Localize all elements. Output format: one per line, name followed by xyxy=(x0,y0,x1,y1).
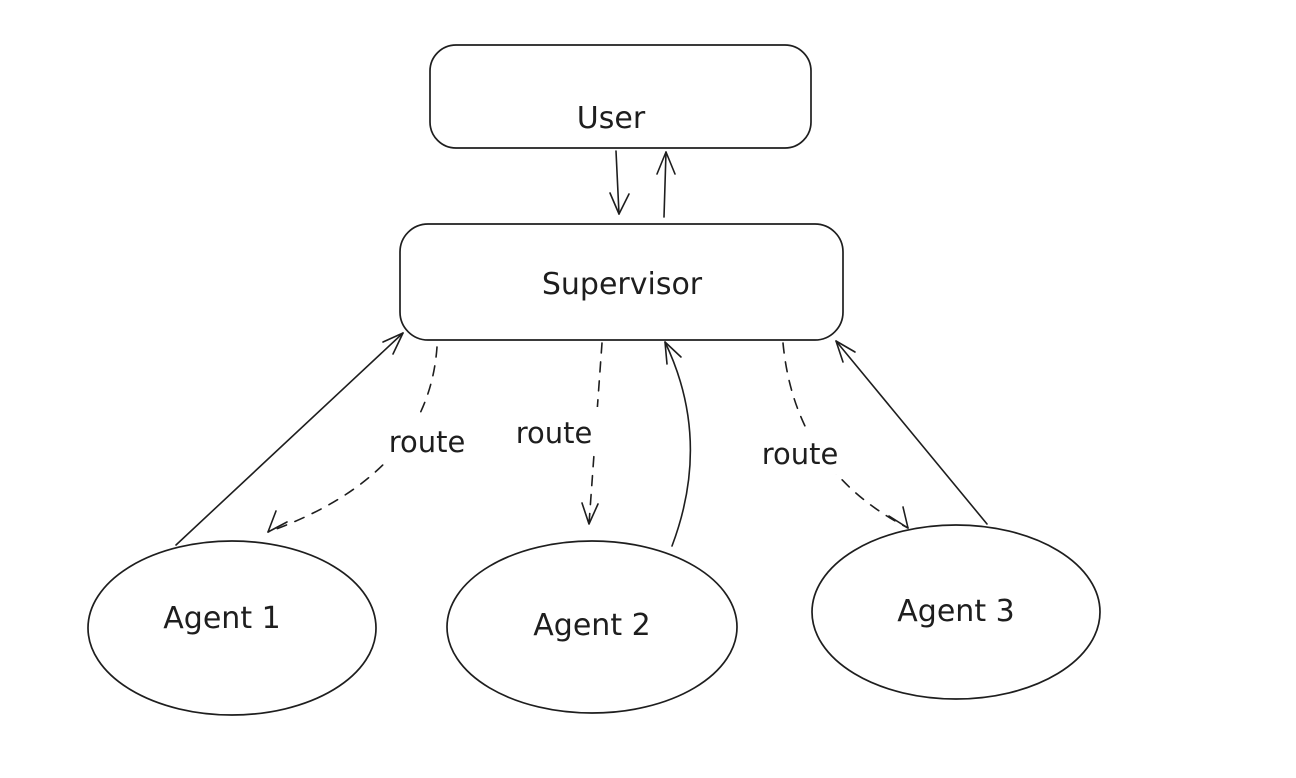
node-supervisor: Supervisor xyxy=(399,223,844,341)
edge-agent1-to-supervisor-arrowhead-icon xyxy=(382,332,404,355)
edge-label-route-3-bg xyxy=(744,428,856,474)
edge-label-route-2-text: route xyxy=(516,416,593,450)
agent3-label: Agent 3 xyxy=(897,594,1014,629)
edge-agent3-to-supervisor xyxy=(835,340,988,525)
edge-label-route-1-bg xyxy=(372,417,484,463)
node-user: User xyxy=(429,44,812,149)
edge-user-to-supervisor-arrowhead-icon xyxy=(609,192,630,215)
edge-route-to-agent2-arrowhead-icon xyxy=(581,502,599,525)
supervisor-label: Supervisor xyxy=(542,267,703,302)
edge-user-to-supervisor-line xyxy=(615,150,620,215)
edge-route-to-agent2-line xyxy=(588,342,603,525)
edge-label-route-1: route xyxy=(372,417,484,463)
edge-agent3-to-supervisor-arrowhead-icon xyxy=(835,340,856,363)
edge-label-route-3-text: route xyxy=(762,437,839,471)
edge-label-route-3: route xyxy=(744,428,856,474)
agent2-label: Agent 2 xyxy=(533,608,650,643)
edge-label-route-1-text: route xyxy=(389,425,466,459)
edge-route-to-agent1-arrowhead-icon xyxy=(267,510,288,533)
edge-supervisor-to-user xyxy=(656,151,676,218)
edge-supervisor-to-user-arrowhead-icon xyxy=(656,151,676,175)
node-agent2: Agent 2 xyxy=(446,540,738,714)
edge-agent2-to-supervisor xyxy=(664,341,692,547)
agent1-ellipse xyxy=(87,540,377,716)
edge-agent1-to-supervisor xyxy=(175,332,404,546)
node-agent3: Agent 3 xyxy=(811,524,1101,700)
agent3-ellipse xyxy=(811,524,1101,700)
supervisor-box xyxy=(399,223,844,341)
edge-route-to-agent3-arrowhead-icon xyxy=(888,506,909,529)
edge-agent1-to-supervisor-line xyxy=(175,332,404,546)
node-agent1: Agent 1 xyxy=(87,540,377,716)
edge-agent3-to-supervisor-line xyxy=(835,340,988,525)
agent2-ellipse xyxy=(446,540,738,714)
edge-label-route-2-bg xyxy=(498,407,612,453)
agent1-label: Agent 1 xyxy=(163,601,280,636)
edge-route-to-agent2 xyxy=(581,342,603,525)
edge-supervisor-to-user-line xyxy=(663,151,667,218)
user-box xyxy=(429,44,812,149)
edge-label-route-2: route xyxy=(498,407,612,453)
edge-agent2-to-supervisor-line xyxy=(664,341,692,547)
edge-agent2-to-supervisor-arrowhead-icon xyxy=(664,341,682,365)
edge-user-to-supervisor xyxy=(609,150,630,215)
user-label: User xyxy=(577,101,646,136)
